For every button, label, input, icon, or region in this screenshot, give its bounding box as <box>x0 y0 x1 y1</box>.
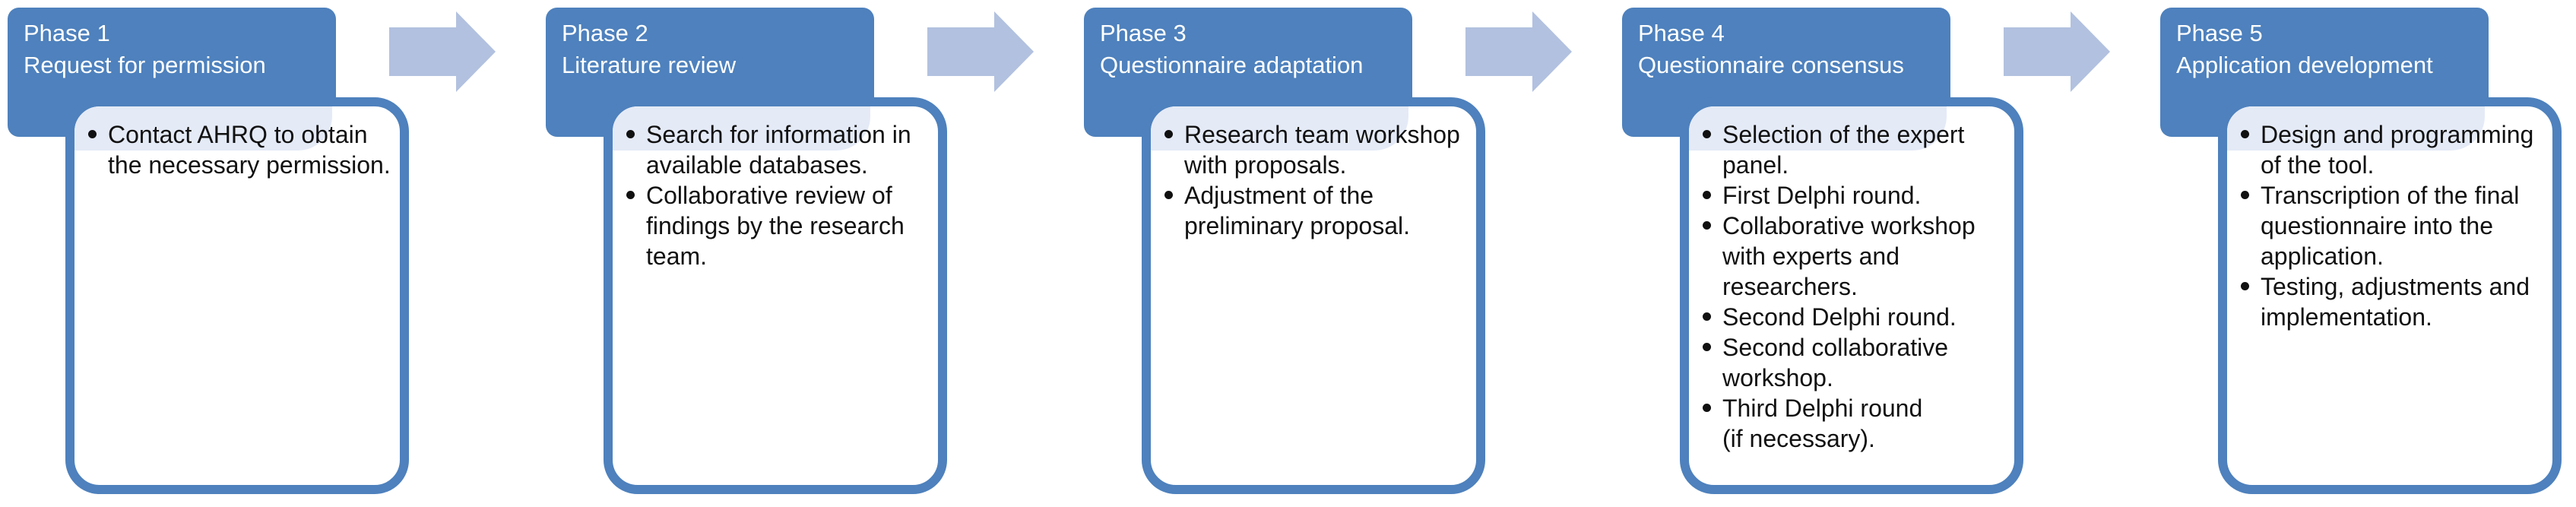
bullet-item: Testing, adjustments and implementation. <box>2241 271 2548 332</box>
header-overlap-tint <box>74 106 332 151</box>
next-phase-arrow-icon <box>1465 11 1572 92</box>
phase-content-box: Design and programming of the tool. Tran… <box>2218 97 2562 494</box>
bullet-dot-icon <box>1703 404 1722 412</box>
bullet-text: First Delphi round. <box>1722 182 1922 209</box>
bullet-text: Adjustment of the preliminary proposal. <box>1184 182 1411 239</box>
bullet-item: Second collaborative workshop. <box>1703 332 2010 393</box>
header-overlap-tint <box>1689 106 1947 151</box>
bullet-dot-icon <box>88 130 108 138</box>
bullet-text: Second Delphi round. <box>1722 303 1957 331</box>
bullet-item: First Delphi round. <box>1703 180 2010 211</box>
bullet-dot-icon <box>626 191 646 199</box>
phase-content-box: Search for information in available data… <box>604 97 947 494</box>
bullet-item: Second Delphi round. <box>1703 302 2010 332</box>
bullet-dot-icon <box>1703 130 1722 138</box>
bullet-item: Collaborative review of findings by the … <box>626 180 933 271</box>
bullet-text: Research team workshop with proposals. <box>1184 121 1460 179</box>
bullet-list: Contact AHRQ to obtain the necessary per… <box>74 106 400 180</box>
phase-panel-5: Phase 5 Application development Design a… <box>2153 0 2576 507</box>
phase-title: Phase 3 <box>1100 20 1187 46</box>
phase-content-inner: Selection of the expert panel. First Del… <box>1689 106 2014 485</box>
bullet-item: Selection of the expert panel. <box>1703 119 2010 180</box>
bullet-dot-icon <box>1703 221 1722 230</box>
bullet-dot-icon <box>1164 191 1184 199</box>
phase-subtitle: Request for permission <box>24 52 266 78</box>
bullet-text: Contact AHRQ to obtain the necessary per… <box>108 121 391 179</box>
bullet-text: Third Delphi round (if necessary). <box>1722 395 1923 452</box>
header-overlap-tint <box>2227 106 2485 151</box>
phase-subtitle: Literature review <box>562 52 737 78</box>
bullet-dot-icon <box>2241 282 2261 290</box>
phase-content-inner: Search for information in available data… <box>613 106 938 485</box>
bullet-item: Adjustment of the preliminary proposal. <box>1164 180 1472 241</box>
phase-title: Phase 4 <box>1638 20 1725 46</box>
bullet-item: Research team workshop with proposals. <box>1164 119 1472 180</box>
bullet-text: Transcription of the final questionnaire… <box>2261 182 2520 270</box>
bullet-dot-icon <box>1703 312 1722 321</box>
phase-subtitle: Questionnaire consensus <box>1638 52 1904 78</box>
bullet-dot-icon <box>1164 130 1184 138</box>
header-overlap-tint <box>613 106 870 151</box>
next-phase-arrow-icon <box>2004 11 2110 92</box>
bullet-item: Design and programming of the tool. <box>2241 119 2548 180</box>
bullet-text: Design and programming of the tool. <box>2261 121 2534 179</box>
bullet-list: Selection of the expert panel. First Del… <box>1689 106 2014 454</box>
bullet-list: Design and programming of the tool. Tran… <box>2227 106 2552 332</box>
phase-content-inner: Contact AHRQ to obtain the necessary per… <box>74 106 400 485</box>
bullet-item: Contact AHRQ to obtain the necessary per… <box>88 119 395 180</box>
phase-content-box: Selection of the expert panel. First Del… <box>1680 97 2023 494</box>
bullet-text: Testing, adjustments and implementation. <box>2261 273 2530 331</box>
bullet-item: Transcription of the final questionnaire… <box>2241 180 2548 271</box>
bullet-dot-icon <box>2241 130 2261 138</box>
bullet-dot-icon <box>626 130 646 138</box>
next-phase-arrow-icon <box>927 11 1034 92</box>
bullet-dot-icon <box>1703 191 1722 199</box>
phase-title: Phase 2 <box>562 20 648 46</box>
next-phase-arrow-icon <box>389 11 496 92</box>
phase-subtitle: Application development <box>2176 52 2433 78</box>
header-overlap-tint <box>1151 106 1408 151</box>
bullet-list: Search for information in available data… <box>613 106 938 271</box>
bullet-text: Selection of the expert panel. <box>1722 121 1965 179</box>
bullet-dot-icon <box>2241 191 2261 199</box>
phase-content-box: Research team workshop with proposals. A… <box>1142 97 1485 494</box>
phase-panel-3: Phase 3 Questionnaire adaptation Researc… <box>1076 0 1614 507</box>
phase-panel-1: Phase 1 Request for permission Contact A… <box>0 0 538 507</box>
bullet-text: Collaborative workshop with experts and … <box>1722 212 1976 300</box>
bullet-text: Search for information in available data… <box>646 121 911 179</box>
bullet-item: Search for information in available data… <box>626 119 933 180</box>
bullet-list: Research team workshop with proposals. A… <box>1151 106 1476 241</box>
bullet-text: Collaborative review of findings by the … <box>646 182 905 270</box>
phase-panel-4: Phase 4 Questionnaire consensus Selectio… <box>1614 0 2153 507</box>
phase-subtitle: Questionnaire adaptation <box>1100 52 1364 78</box>
phase-panel-2: Phase 2 Literature review Search for inf… <box>538 0 1076 507</box>
phase-title: Phase 1 <box>24 20 110 46</box>
bullet-item: Third Delphi round (if necessary). <box>1703 393 2010 454</box>
bullet-dot-icon <box>1703 343 1722 351</box>
bullet-text: Second collaborative workshop. <box>1722 334 1949 391</box>
phase-content-inner: Research team workshop with proposals. A… <box>1151 106 1476 485</box>
phase-content-box: Contact AHRQ to obtain the necessary per… <box>65 97 409 494</box>
phase-content-inner: Design and programming of the tool. Tran… <box>2227 106 2552 485</box>
bullet-item: Collaborative workshop with experts and … <box>1703 211 2010 302</box>
phase-title: Phase 5 <box>2176 20 2263 46</box>
